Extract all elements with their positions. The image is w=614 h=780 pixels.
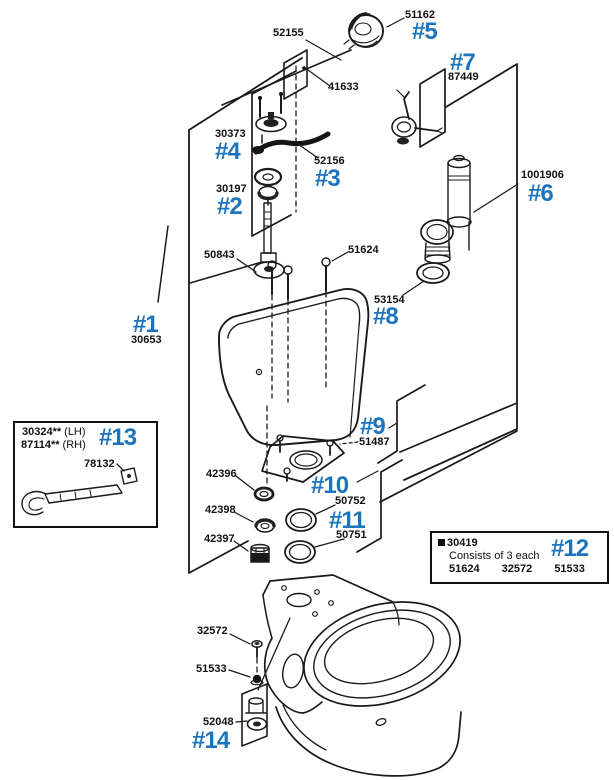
panel-outline-14 <box>241 683 268 747</box>
box12-item-51533: 51533 <box>554 563 585 575</box>
box13-row1: 30324**(LH) <box>22 426 86 438</box>
panel-outline-7 <box>419 68 446 148</box>
box13-row1-part-number: 30324** <box>22 426 62 438</box>
tank-panel-outline-1 <box>157 57 303 574</box>
grouping-brackets-9-10-11 <box>356 384 518 553</box>
box12-item-51624: 51624 <box>449 563 480 575</box>
part-label-32572: 32572 <box>197 625 228 637</box>
part-label-1001906: 1001906 <box>521 169 564 181</box>
part-label-51487: 51487 <box>359 436 390 448</box>
callout-label-7: #7 <box>450 49 476 76</box>
seal-rings-drawing <box>284 508 317 564</box>
handle-parts-30373-drawing <box>255 92 287 144</box>
callout-label-11: #11 <box>329 507 366 534</box>
part-label-30197: 30197 <box>216 183 247 195</box>
part-label-52155: 52155 <box>273 27 304 39</box>
callout-label-9: #9 <box>360 413 386 440</box>
callout-label-14: #14 <box>192 727 230 754</box>
gasket-plate-41633-drawing <box>283 49 308 100</box>
legend-box-12: 30419 Consists of 3 each 51624 32572 515… <box>430 531 609 584</box>
part-label-42397: 42397 <box>204 533 235 545</box>
callout-label-8: #8 <box>373 303 399 330</box>
tank-gasket-53154-drawing <box>416 262 450 284</box>
washers-column-drawing <box>250 486 276 563</box>
bowl-bolt-parts-drawing <box>245 617 291 731</box>
box13-row2: 87114**(RH) <box>21 439 86 451</box>
tank-bolts-51624-drawing <box>267 257 331 300</box>
filled-square-icon <box>438 539 445 546</box>
box12-items-row: 51624 32572 51533 <box>449 563 585 575</box>
box12-description: Consists of 3 each <box>449 550 540 562</box>
box13-row1-suffix: (LH) <box>64 426 86 438</box>
callout-label-12: #12 <box>551 535 589 562</box>
trip-handle-78132-drawing <box>21 467 138 516</box>
part-label-51533: 51533 <box>196 663 227 675</box>
callout-label-4: #4 <box>215 138 241 165</box>
float-rod-line <box>221 49 352 106</box>
part-label-30653: 30653 <box>131 334 162 346</box>
trip-lever-52156-drawing <box>252 131 331 155</box>
part-label-87449: 87449 <box>448 71 479 83</box>
part-label-51162: 51162 <box>405 9 435 21</box>
callout-label-5: #5 <box>412 18 438 45</box>
gaskets-30197-drawing <box>253 167 283 206</box>
part-label-53154: 53154 <box>374 294 405 306</box>
part-label-50751: 50751 <box>336 529 367 541</box>
toilet-bowl-drawing <box>262 574 462 777</box>
part-label-52156: 52156 <box>314 155 345 167</box>
flush-valve-drawing <box>420 154 472 264</box>
panel-outline-6 <box>403 63 518 481</box>
float-ball-drawing <box>343 12 384 50</box>
part-label-42396: 42396 <box>206 468 237 480</box>
box13-row2-suffix: (RH) <box>62 439 86 451</box>
part-label-42398: 42398 <box>205 504 236 516</box>
part-label-50843: 50843 <box>204 249 235 261</box>
callout-label-6: #6 <box>528 180 554 207</box>
callout-label-3: #3 <box>315 165 341 192</box>
part-label-41633: 41633 <box>328 81 359 93</box>
callout-label-1: #1 <box>133 311 159 338</box>
part-label-52048: 52048 <box>203 716 234 728</box>
callout-label-2: #2 <box>217 193 243 220</box>
box12-part-row: 30419 <box>438 537 478 549</box>
callout-label-13: #13 <box>99 424 137 451</box>
box12-item-32572: 32572 <box>501 563 533 575</box>
part-label-78132: 78132 <box>84 458 115 470</box>
part-label-30419: 30419 <box>447 537 478 549</box>
part-label-51624: 51624 <box>348 244 379 256</box>
callout-label-10: #10 <box>311 472 349 499</box>
gasket-plate-51487-drawing <box>261 434 345 483</box>
tank-drawing <box>218 288 370 447</box>
part-label-50752: 50752 <box>335 495 366 507</box>
legend-box-13: 30324**(LH) 87114**(RH) #13 78132 <box>13 421 158 528</box>
trip-assembly-87449-drawing <box>391 89 443 145</box>
callout-pointer-lines <box>116 17 519 723</box>
box13-row2-part-number: 87114** <box>21 439 60 451</box>
part-label-30373: 30373 <box>215 128 246 140</box>
